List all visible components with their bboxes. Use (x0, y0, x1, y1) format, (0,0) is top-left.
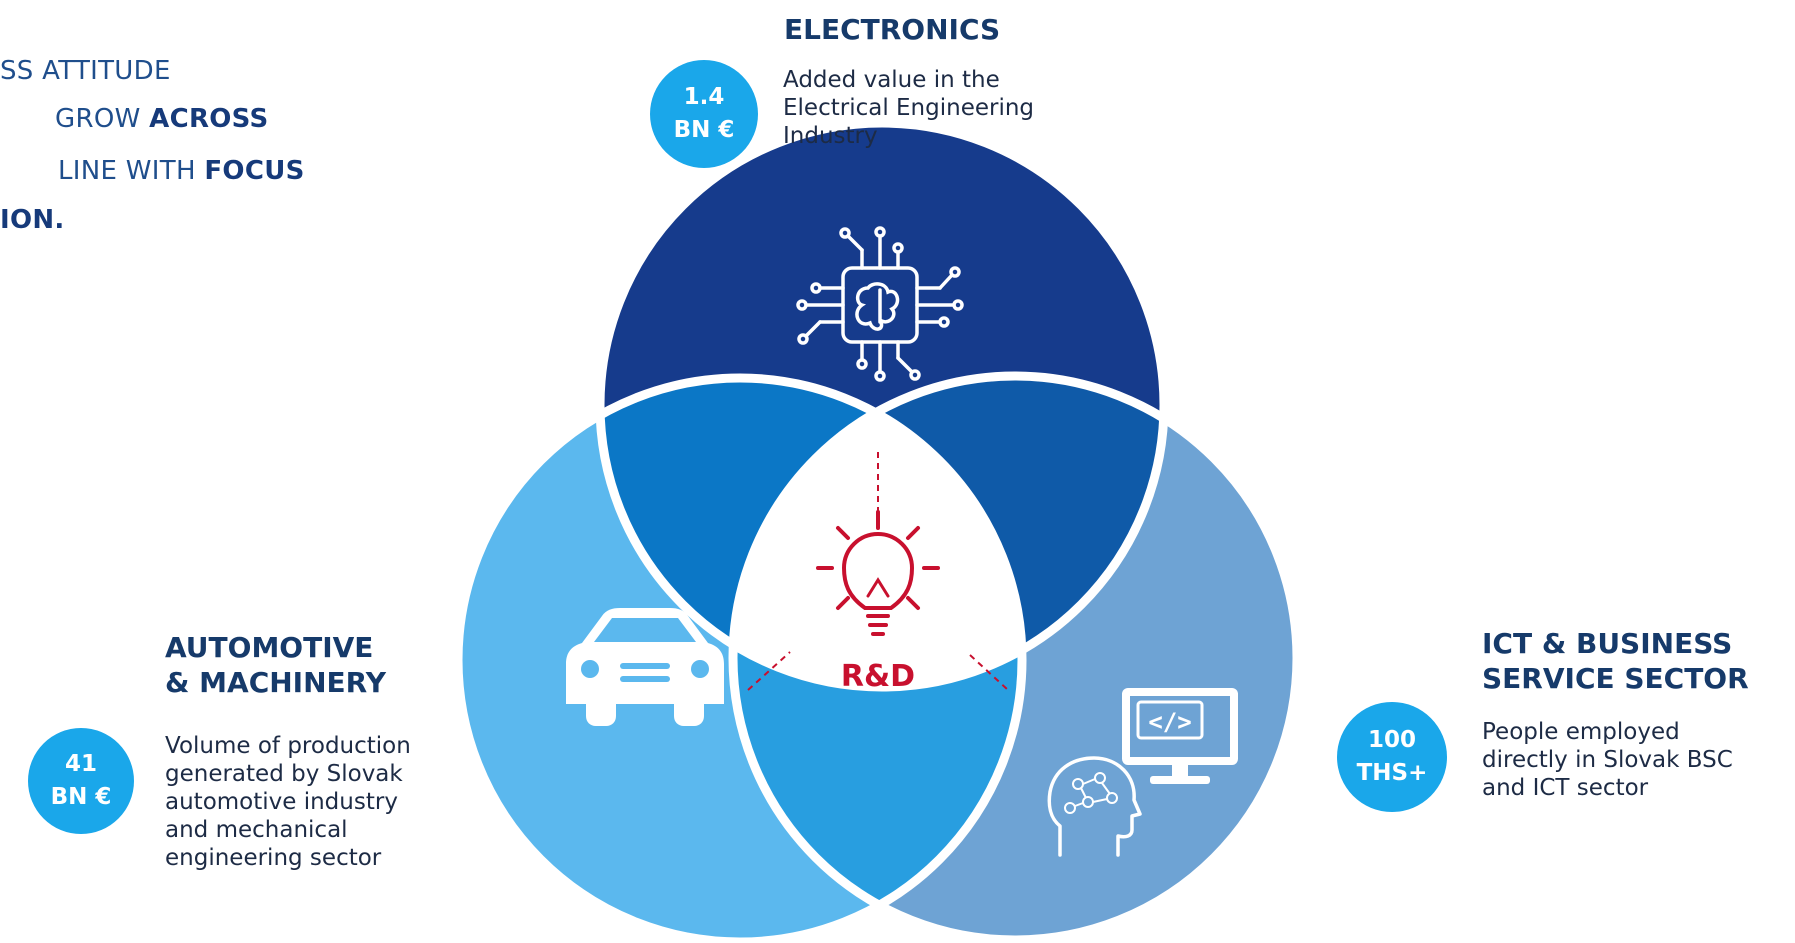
lightbulb-icon (816, 510, 940, 636)
svg-text:</>: </> (1148, 708, 1191, 736)
intro-line-1: SS ATTITUDE (0, 56, 171, 86)
ict-badge: 100 THS+ (1337, 702, 1447, 812)
electronics-badge-unit: BN € (673, 117, 735, 143)
ict-badge-value: 100 (1367, 727, 1416, 753)
electronics-title: ELECTRONICS (784, 13, 1001, 46)
connector-lines (747, 452, 1009, 691)
car-icon (566, 608, 724, 726)
electronics-badge-value: 1.4 (683, 84, 725, 110)
automotive-badge-value: 41 (64, 751, 97, 777)
intro-line-3: LINE WITH FOCUS (58, 156, 305, 186)
automotive-badge: 41 BN € (28, 728, 134, 834)
rd-label: R&D (841, 659, 915, 694)
ict-badge-unit: THS+ (1356, 760, 1428, 786)
ai-chip-icon (796, 226, 964, 382)
intro-line-4: ION. (0, 205, 65, 235)
intro-line-2: GROW ACROSS (55, 104, 269, 134)
code-monitor-brain-icon: </> (1047, 688, 1238, 857)
electronics-description: Added value in the Electrical Engineerin… (783, 67, 1035, 149)
automotive-title: AUTOMOTIVE & MACHINERY (165, 631, 386, 699)
ict-description: People employed directly in Slovak BSC a… (1482, 719, 1733, 801)
automotive-badge-unit: BN € (50, 784, 112, 810)
automotive-description: Volume of production generated by Slovak… (165, 733, 411, 871)
ict-title: ICT & BUSINESS SERVICE SECTOR (1482, 627, 1749, 695)
electronics-badge: 1.4 BN € (650, 60, 758, 168)
intro-text: SS ATTITUDE GROW ACROSS LINE WITH FOCUS … (0, 0, 340, 260)
